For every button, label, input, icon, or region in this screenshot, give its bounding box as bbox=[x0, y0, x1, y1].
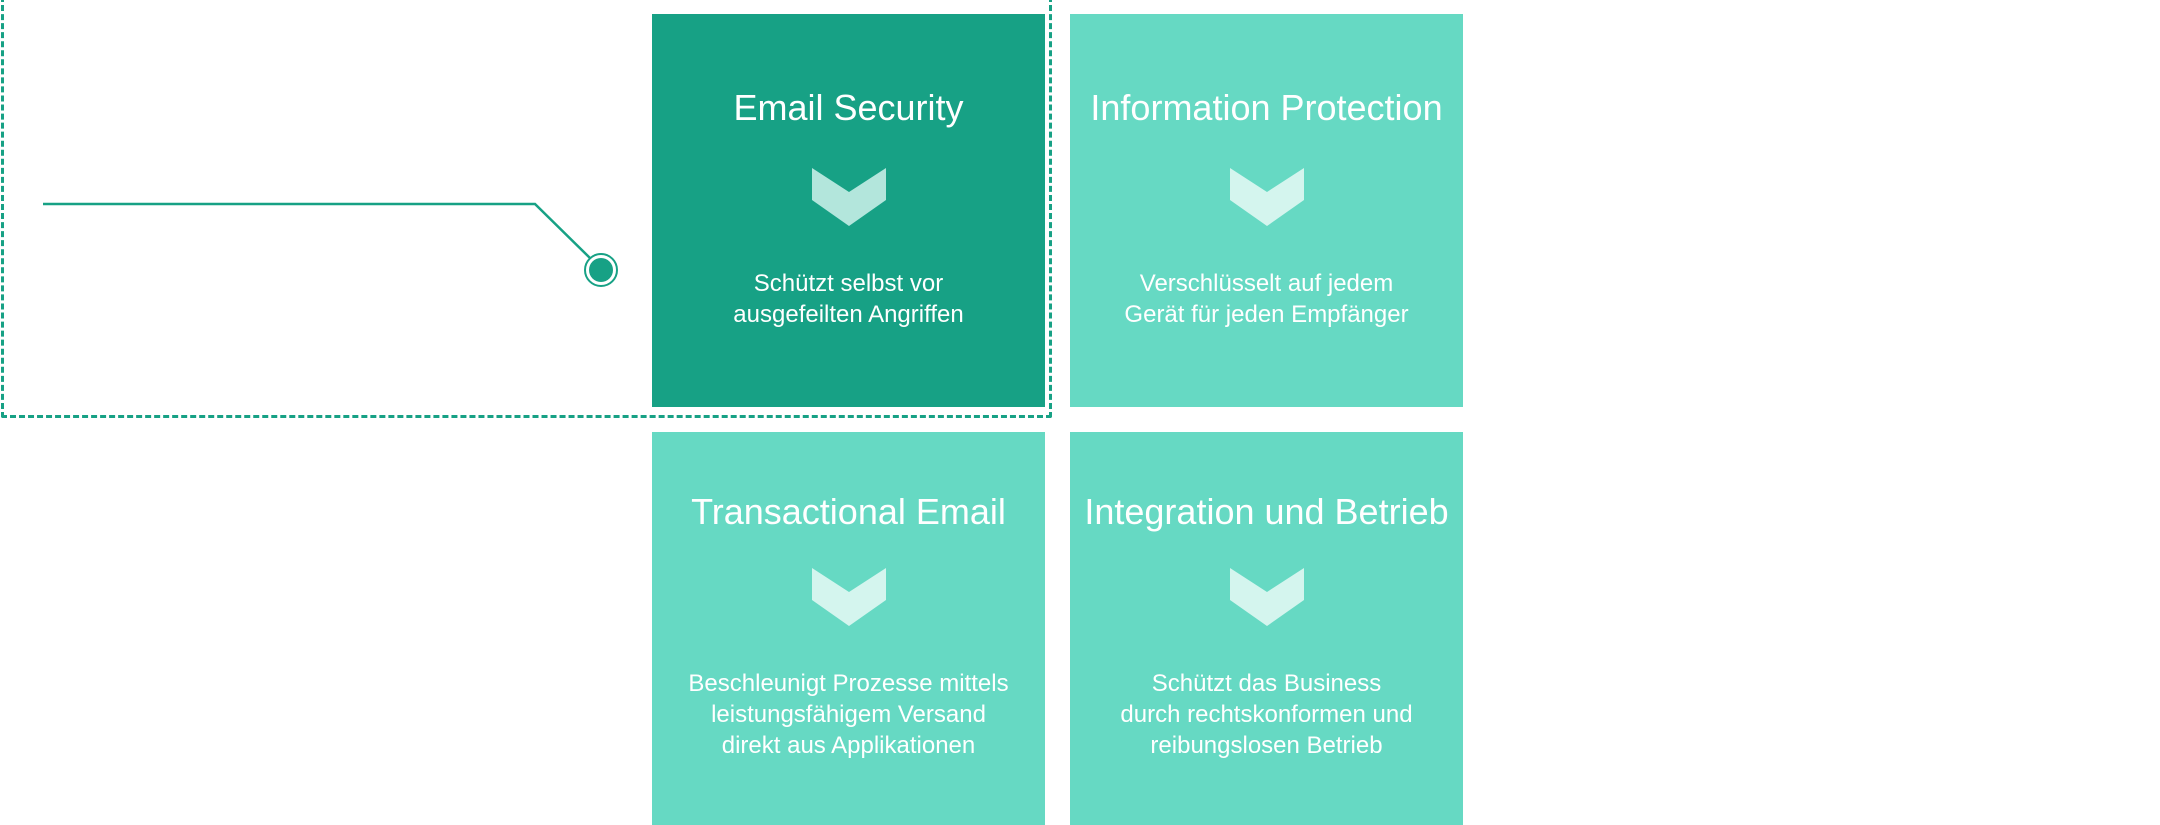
tile-description: Verschlüsselt auf jedem Gerät für jeden … bbox=[1084, 268, 1449, 330]
chevron-down-icon bbox=[1230, 568, 1304, 626]
callout-connector bbox=[43, 202, 618, 287]
tile-information-protection[interactable]: Information Protection Verschlüsselt auf… bbox=[1070, 14, 1463, 407]
tile-description-line: Schützt das Business bbox=[1151, 670, 1382, 697]
tile-description-line: Beschleunigt Prozesse mittels bbox=[688, 670, 1009, 697]
tile-email-security[interactable]: Email Security Schützt selbst vor ausgef… bbox=[652, 14, 1045, 407]
callout-marker-dot bbox=[589, 258, 613, 282]
tile-description: Schützt das Business durch rechtskonform… bbox=[1084, 668, 1449, 761]
tile-description-line: ausgefeilten Angriffen bbox=[733, 301, 964, 328]
tile-description-line: Gerät für jeden Empfänger bbox=[1124, 301, 1409, 328]
tile-description-line: leistungsfähigem Versand bbox=[711, 701, 986, 728]
tile-description: Beschleunigt Prozesse mittels leistungsf… bbox=[666, 668, 1031, 761]
tile-integration-und-betrieb[interactable]: Integration und Betrieb Schützt das Busi… bbox=[1070, 432, 1463, 825]
tile-description-line: Schützt selbst vor bbox=[753, 270, 944, 297]
tile-title: Transactional Email bbox=[691, 491, 1006, 532]
tile-title: Information Protection bbox=[1090, 87, 1443, 128]
tile-title: Email Security bbox=[733, 87, 964, 128]
tile-description-line: direkt aus Applikationen bbox=[721, 732, 976, 759]
chevron-down-icon bbox=[1230, 168, 1304, 226]
tile-description: Schützt selbst vor ausgefeilten Angriffe… bbox=[666, 268, 1031, 330]
tile-description-line: Verschlüsselt auf jedem bbox=[1139, 270, 1394, 297]
tile-description-line: durch rechtskonformen und bbox=[1120, 701, 1413, 728]
chevron-down-icon bbox=[812, 168, 886, 226]
tile-title: Integration und Betrieb bbox=[1084, 491, 1449, 532]
callout-line bbox=[43, 202, 593, 261]
tile-description-line: reibungslosen Betrieb bbox=[1150, 732, 1383, 759]
chevron-down-icon bbox=[812, 568, 886, 626]
tile-transactional-email[interactable]: Transactional Email Beschleunigt Prozess… bbox=[652, 432, 1045, 825]
